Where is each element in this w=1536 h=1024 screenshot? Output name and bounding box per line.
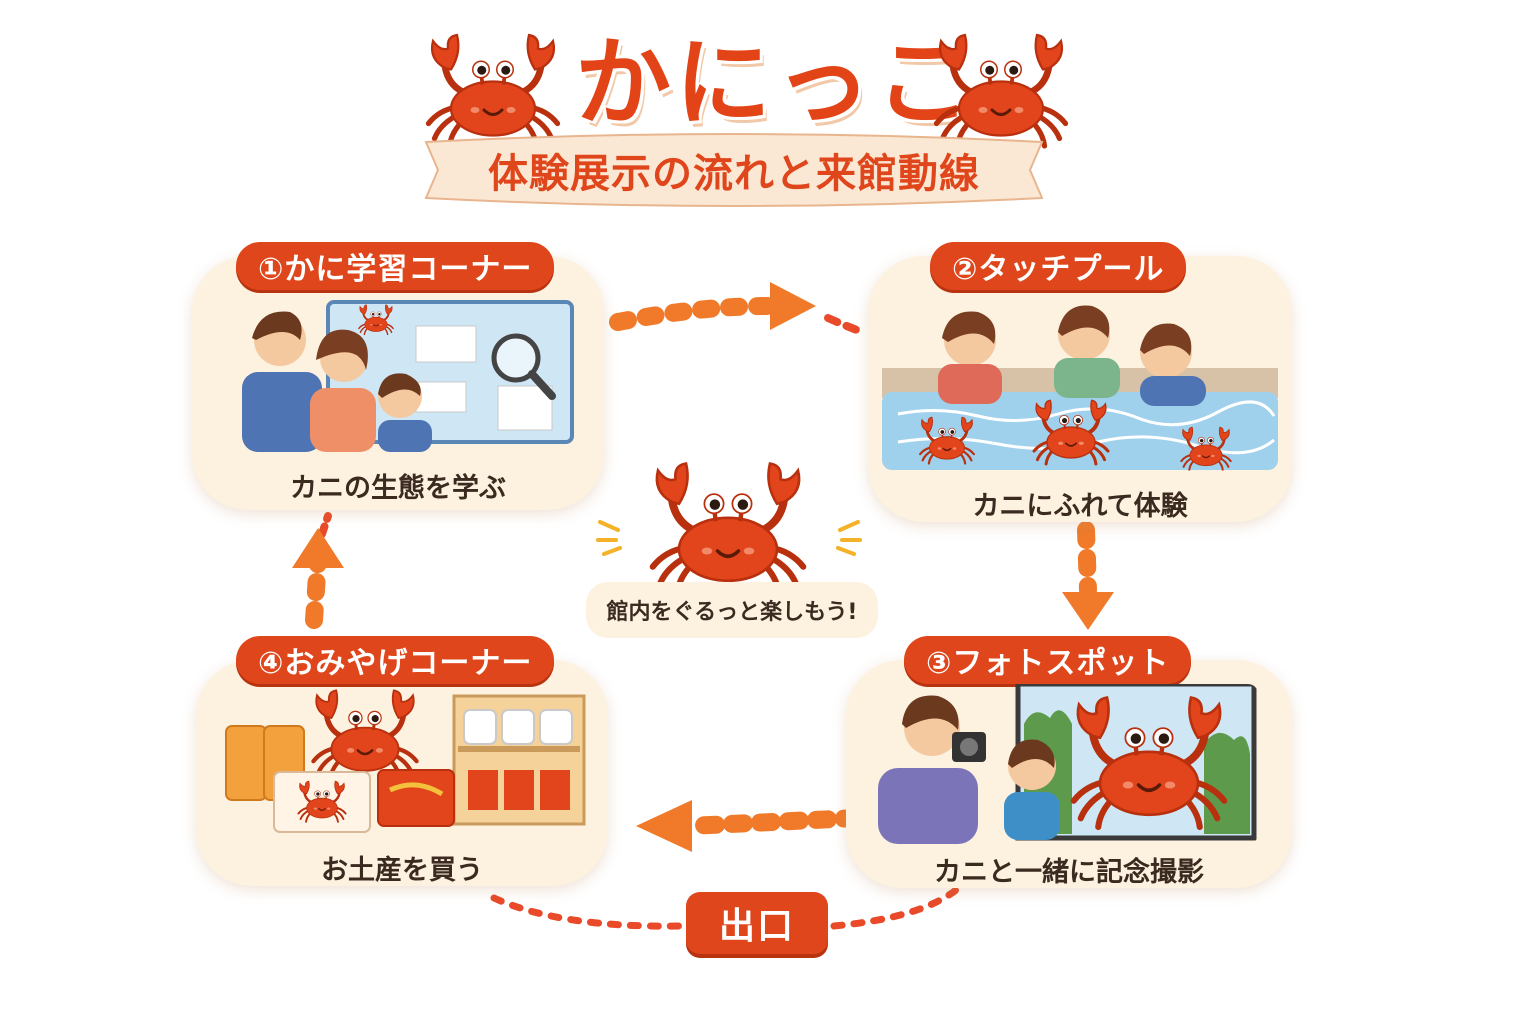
exit-path-right bbox=[830, 886, 960, 930]
subtitle-text: 体験展示の流れと来館動線 bbox=[488, 151, 980, 197]
exit-path-left bbox=[490, 894, 684, 930]
station-4-label: ④おみやげコーナー bbox=[236, 636, 555, 684]
souvenir-corner-illustration bbox=[225, 686, 586, 833]
learning-corner-illustration bbox=[242, 300, 574, 452]
station-2-label: ②タッチプール bbox=[930, 242, 1187, 290]
arrow-3-to-4 bbox=[681, 809, 865, 835]
station-1-label: ①かに学習コーナー bbox=[236, 242, 555, 290]
center-message: 館内をぐるっと楽しもう! bbox=[586, 582, 878, 638]
arrow-4-to-1 bbox=[305, 551, 327, 629]
station-2-caption: カニにふれて体験 bbox=[972, 491, 1188, 522]
arrow-2-to-3 bbox=[1077, 521, 1097, 599]
subtitle-banner bbox=[424, 133, 1044, 207]
station-3-caption: カニと一緒に記念撮影 bbox=[934, 857, 1204, 888]
touch-pool-illustration bbox=[882, 305, 1278, 472]
station-4-caption: お土産を買う bbox=[321, 855, 483, 886]
exit-badge: 出口 bbox=[686, 892, 828, 954]
arrow-1-to-2 bbox=[609, 297, 779, 331]
photo-spot-illustration bbox=[878, 684, 1257, 844]
station-3-label: ③フォトスポット bbox=[904, 636, 1192, 684]
center-sparkle-icon bbox=[596, 520, 862, 556]
station-1-caption: カニの生態を学ぶ bbox=[290, 473, 506, 504]
logo-title: かにっこ bbox=[575, 26, 975, 139]
